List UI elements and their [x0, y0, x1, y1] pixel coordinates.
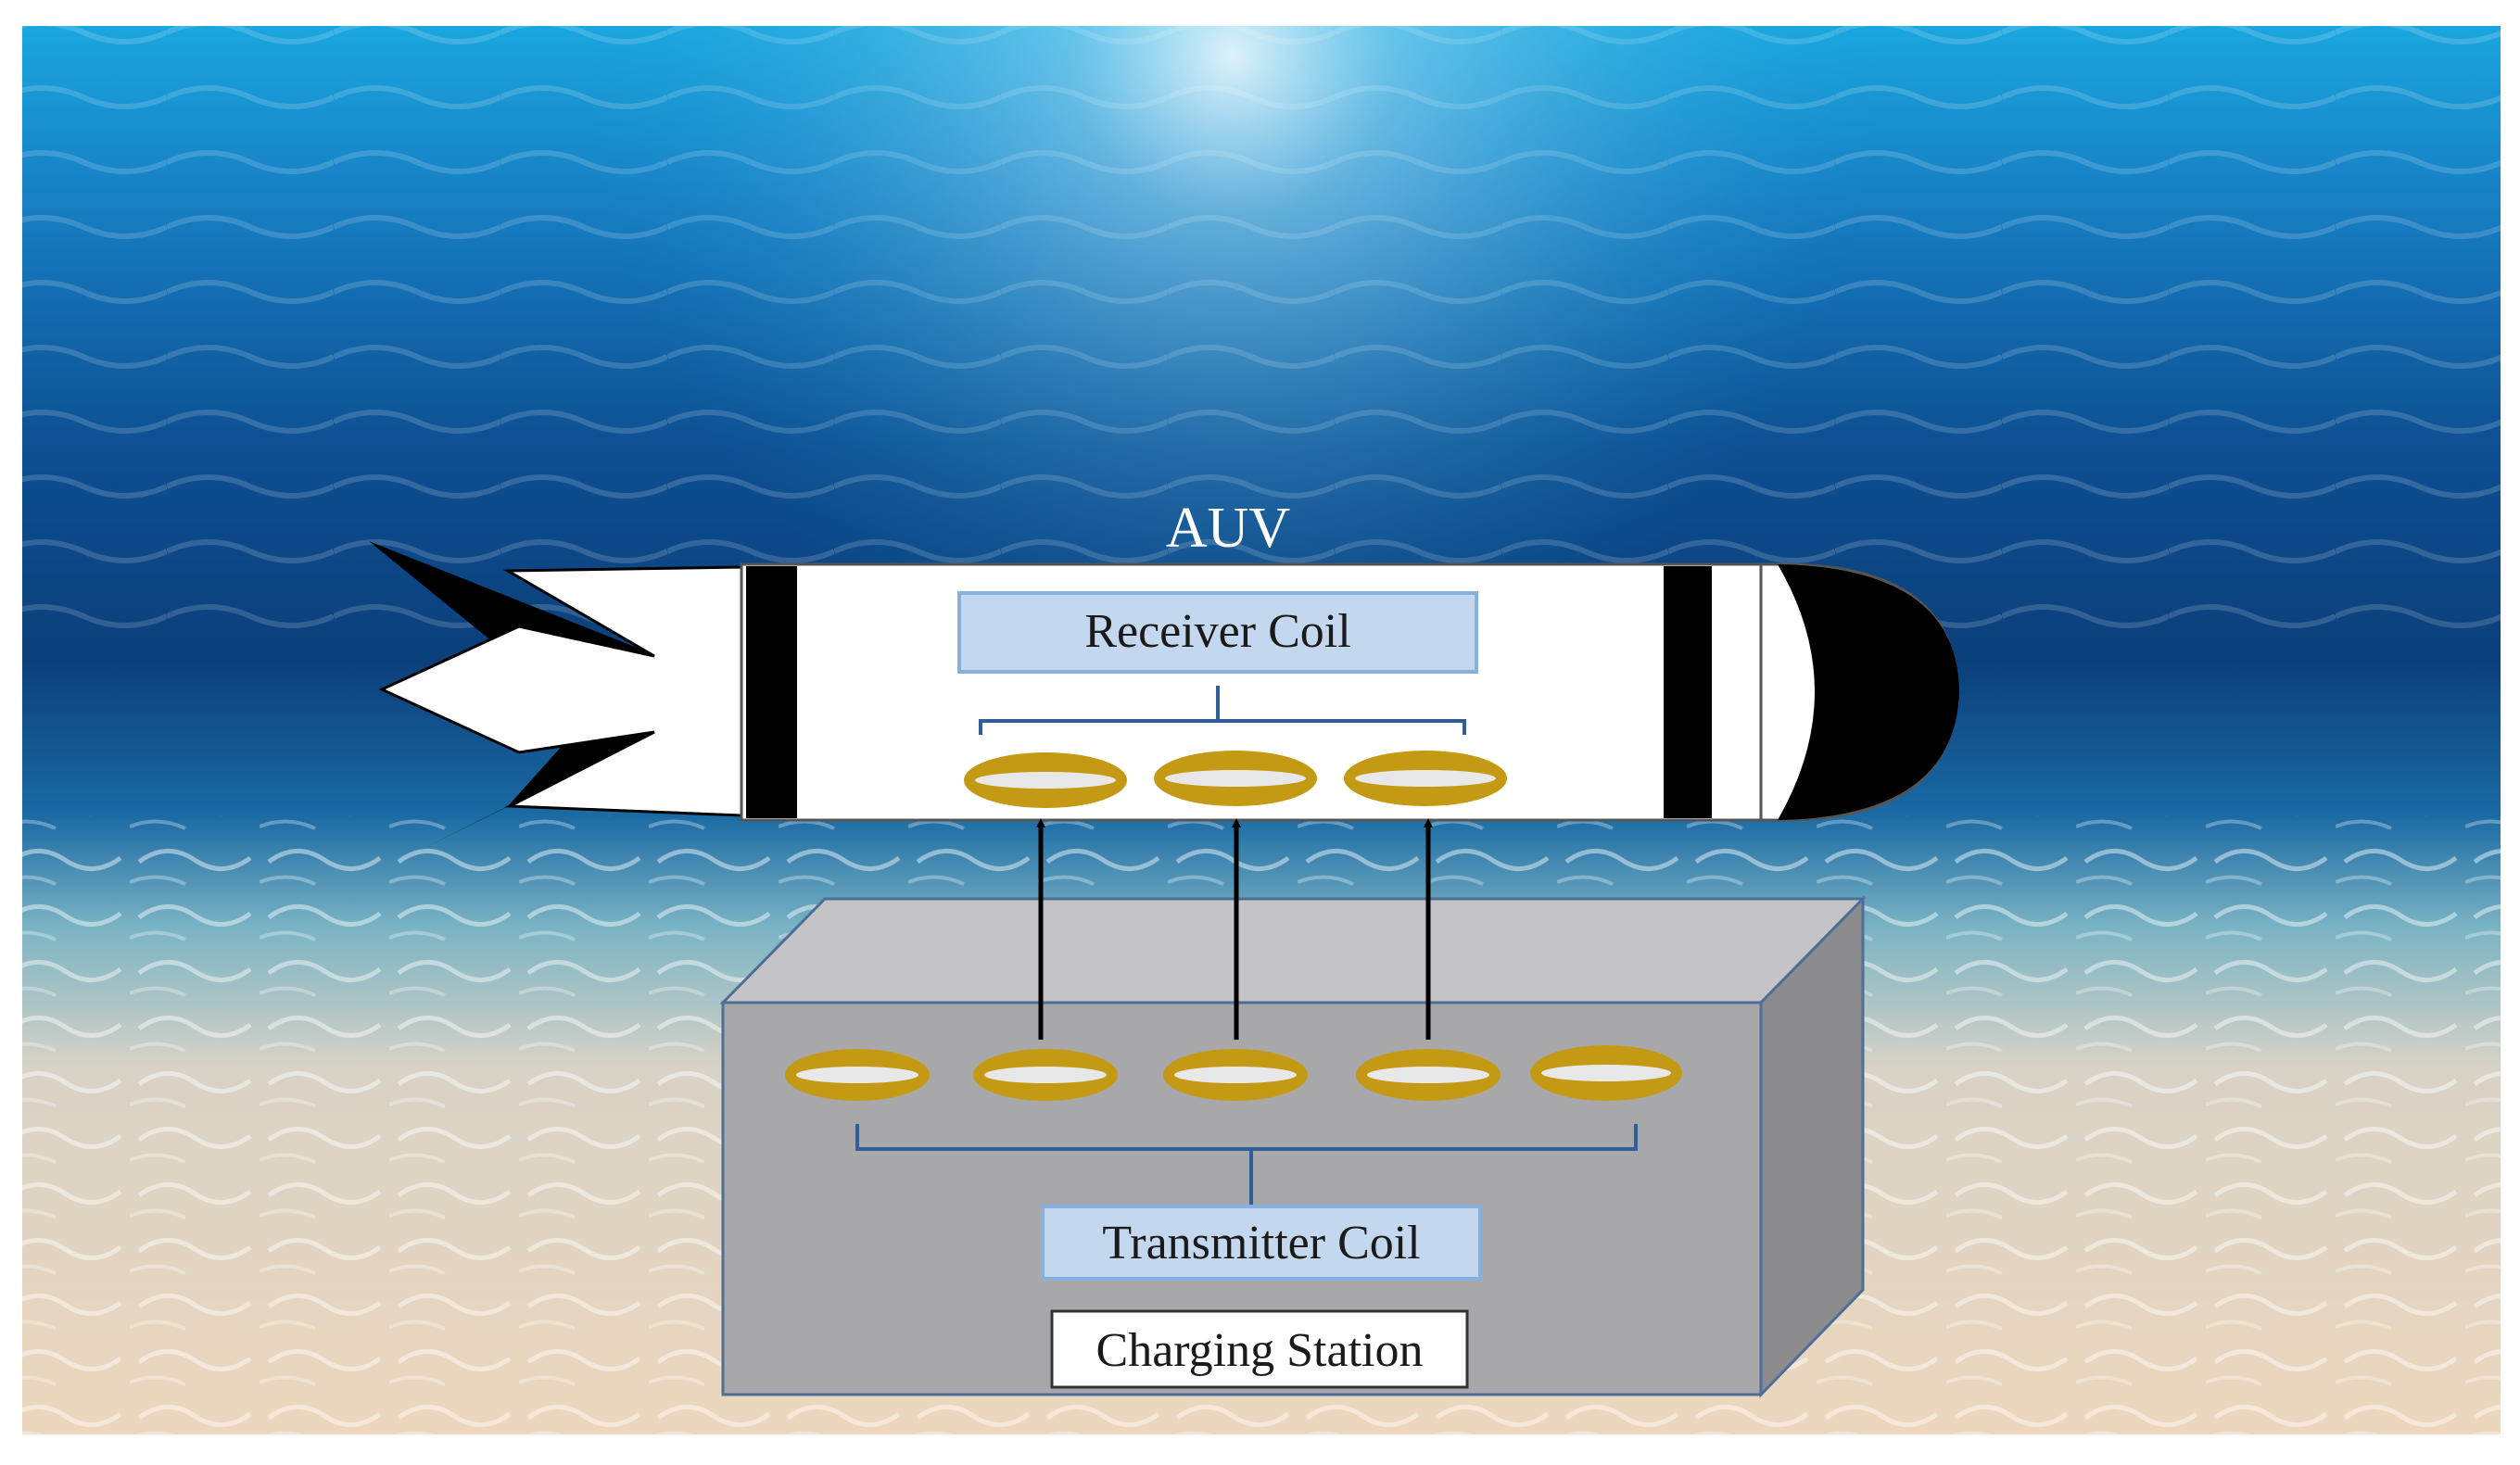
transmitter-bracket [855, 1124, 1638, 1206]
receiver-coil-2 [1154, 751, 1317, 806]
receiver-coil-1 [964, 752, 1127, 808]
charging-station-label: Charging Station [1096, 1324, 1424, 1377]
transmitter-coil-5 [1530, 1045, 1682, 1101]
station-top-face [719, 897, 1867, 1004]
auv-label: AUV [1166, 497, 1291, 560]
transmitter-coil-label: Transmitter Coil [1102, 1217, 1420, 1269]
transmitter-coil-1 [785, 1049, 930, 1101]
auv-upper-fin [369, 541, 658, 656]
receiver-bracket [979, 686, 1466, 735]
receiver-coil-label: Receiver Coil [1084, 605, 1350, 658]
auv-tail-cone [378, 565, 743, 817]
transmitter-coils [785, 1045, 1682, 1101]
charging-station-label-box: Charging Station [1050, 1309, 1469, 1389]
receiver-coil-3 [1344, 751, 1507, 806]
power-transfer-arrows [1036, 818, 1433, 1040]
transmitter-coil-label-box: Transmitter Coil [1041, 1205, 1482, 1281]
receiver-coils [964, 751, 1507, 808]
auv-rear-band [746, 566, 797, 818]
receiver-coil-label-box: Receiver Coil [957, 591, 1478, 674]
transmitter-coil-3 [1163, 1049, 1308, 1101]
transmitter-coil-4 [1356, 1049, 1501, 1101]
auv-nose-cap [1778, 564, 1959, 820]
transmitter-coil-2 [973, 1049, 1118, 1101]
auv-front-band [1664, 566, 1712, 818]
auv-vehicle [369, 541, 1959, 851]
underwater-background [22, 26, 2501, 1434]
